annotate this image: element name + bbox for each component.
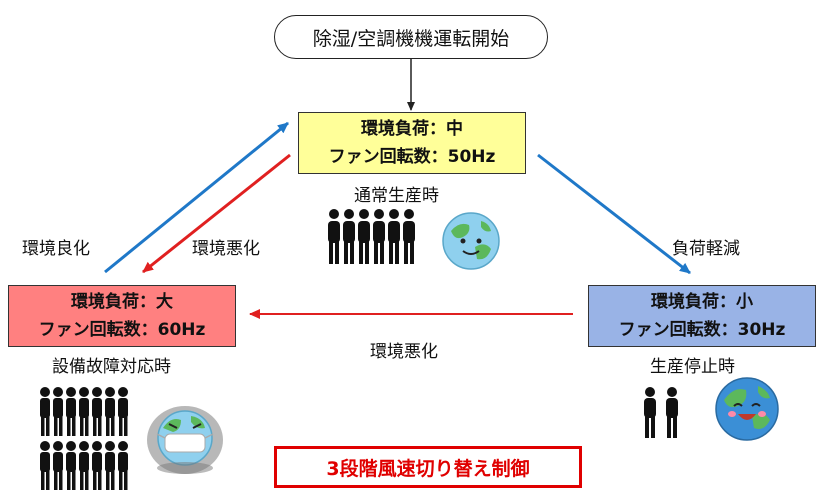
state-medium-fan: ファン回転数：50Hz	[328, 147, 496, 167]
transition-label-worsen-bottom: 環境悪化	[370, 342, 438, 362]
state-high-fan: ファン回転数：60Hz	[38, 320, 206, 340]
mid-to-low-arrow	[537, 153, 691, 275]
smiling-earth-icon	[442, 212, 500, 270]
state-high-caption: 設備故障対応時	[52, 357, 171, 377]
state-low-caption: 生産停止時	[650, 357, 735, 377]
state-medium-load: 環境負荷：中	[361, 119, 463, 139]
transition-label-improve: 環境良化	[22, 239, 90, 259]
transition-label-worsen-top: 環境悪化	[192, 239, 260, 259]
state-high: 環境負荷：大 ファン回転数：60Hz	[8, 285, 236, 347]
start-node: 除湿/空調機機運転開始	[274, 15, 548, 59]
control-method-label: 3段階風速切り替え制御	[326, 457, 530, 480]
start-label: 除湿/空調機機運転開始	[312, 27, 510, 50]
state-medium-caption: 通常生産時	[354, 186, 439, 206]
people-group-icon	[328, 209, 415, 264]
sick-earth-with-mask-icon	[147, 406, 223, 474]
state-medium: 環境負荷：中 ファン回転数：50Hz	[298, 112, 526, 174]
state-low: 環境負荷：小 ファン回転数：30Hz	[588, 285, 816, 347]
state-low-fan: ファン回転数：30Hz	[618, 320, 786, 340]
high-to-mid-arrow	[104, 121, 289, 274]
large-people-group-icon	[40, 387, 128, 490]
two-people-icon	[644, 387, 678, 438]
mid-to-high-arrow	[142, 153, 291, 274]
transition-label-reduce: 負荷軽減	[672, 239, 740, 259]
control-method-box: 3段階風速切り替え制御	[274, 446, 582, 488]
state-high-load: 環境負荷：大	[71, 292, 173, 312]
state-low-load: 環境負荷：小	[651, 292, 753, 312]
happy-earth-icon	[715, 377, 779, 441]
